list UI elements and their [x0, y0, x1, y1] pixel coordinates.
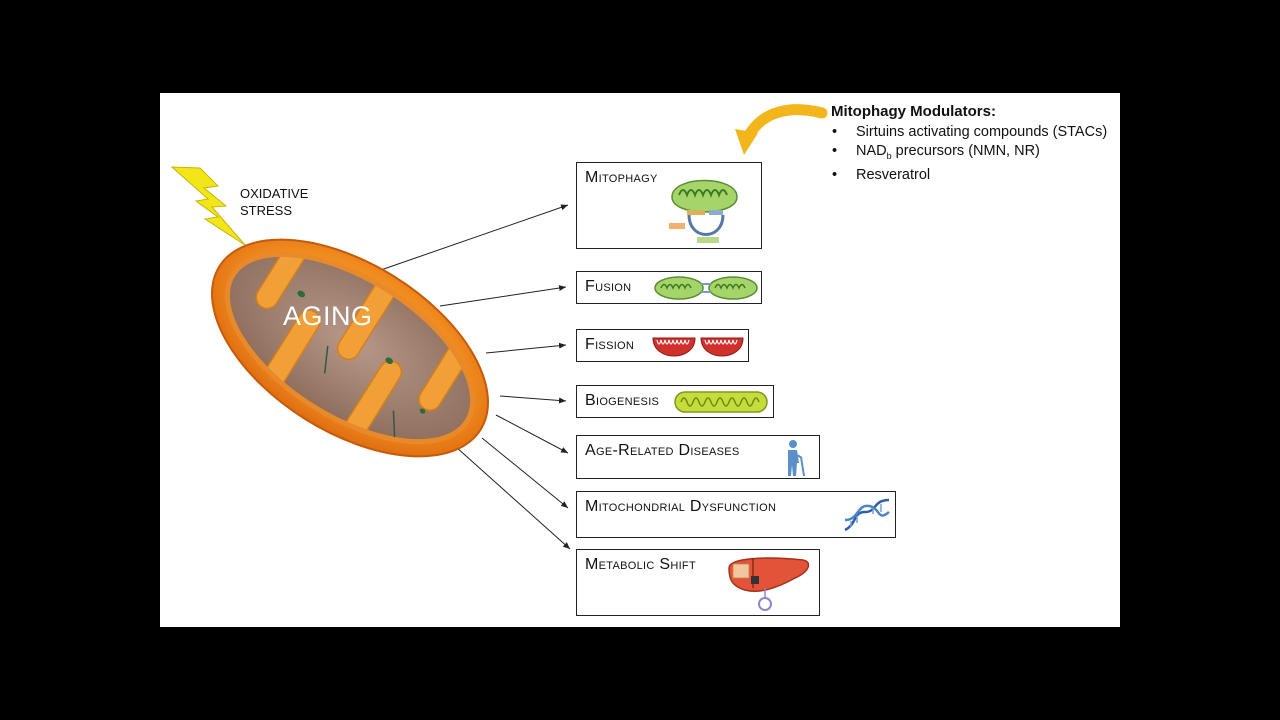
fusion-icon	[654, 276, 758, 300]
dna-icon	[844, 498, 890, 532]
diagram-slide: OXIDATIVE STRESS AGING Mitophagy Modulat…	[160, 93, 1120, 627]
aging-label: AGING	[283, 301, 373, 331]
oxidative-stress-label: OXIDATIVE STRESS	[240, 185, 308, 219]
curved-arrow-icon	[735, 104, 828, 155]
diagram-artwork	[170, 104, 828, 550]
outcome-box-age-related-diseases: Age-Related Diseases	[576, 435, 820, 479]
fission-icon	[652, 337, 744, 357]
arrow-to-mitophagy	[377, 204, 569, 272]
outcome-label: Age-Related Diseases	[585, 442, 740, 459]
liver-icon	[728, 557, 810, 611]
modulator-text-pre: NAD	[856, 143, 887, 159]
outcome-box-biogenesis: Biogenesis	[576, 385, 774, 418]
arrow-to-diseases	[495, 414, 569, 454]
mitophagy-icon	[669, 179, 738, 243]
modulator-item: Sirtuins activating compounds (STACs)	[831, 123, 1107, 142]
outcome-box-fusion: Fusion	[576, 271, 762, 304]
modulator-item: Resveratrol	[831, 166, 1107, 185]
outcome-box-mitophagy: Mitophagy	[576, 162, 762, 249]
outcome-box-fission: Fission	[576, 329, 749, 362]
outcome-label: Fission	[585, 336, 635, 353]
modulator-subscript: b	[886, 150, 892, 161]
modulator-item: NADb precursors (NMN, NR)	[831, 142, 1107, 166]
outcome-label: Mitochondrial Dysfunction	[585, 498, 777, 515]
modulator-text: Resveratrol	[856, 166, 931, 183]
outcome-box-metabolic-shift: Metabolic Shift	[576, 549, 820, 616]
outcome-box-mitochondrial-dysfunction: Mitochondrial Dysfunction	[576, 491, 896, 538]
arrow-to-biogenesis	[499, 395, 567, 404]
mitophagy-modulators-panel: Mitophagy Modulators: Sirtuins activatin…	[831, 103, 1107, 185]
stress-line-1: OXIDATIVE	[240, 186, 309, 201]
modulator-text-post: precursors (NMN, NR)	[891, 143, 1040, 159]
modulators-title: Mitophagy Modulators:	[831, 103, 996, 120]
modulator-text: Sirtuins activating compounds (STACs)	[856, 124, 1108, 140]
outcome-label: Metabolic Shift	[585, 556, 696, 573]
outcome-label: Mitophagy	[585, 169, 658, 186]
connector-arrows	[377, 204, 571, 550]
biogenesis-icon	[674, 391, 768, 413]
mitochondrion-illustration	[211, 226, 489, 458]
arrow-to-metabolic	[455, 446, 571, 550]
elderly-person-icon	[788, 440, 805, 477]
outcome-label: Biogenesis	[585, 392, 660, 409]
arrow-to-fission	[485, 342, 567, 354]
outcome-label: Fusion	[585, 278, 632, 295]
modulators-list: Sirtuins activating compounds (STACs) NA…	[831, 123, 1107, 185]
stress-line-2: STRESS	[240, 203, 293, 218]
arrow-to-fusion	[439, 285, 567, 307]
lightning-icon	[170, 166, 246, 246]
arrow-to-dysfunction	[481, 437, 569, 509]
